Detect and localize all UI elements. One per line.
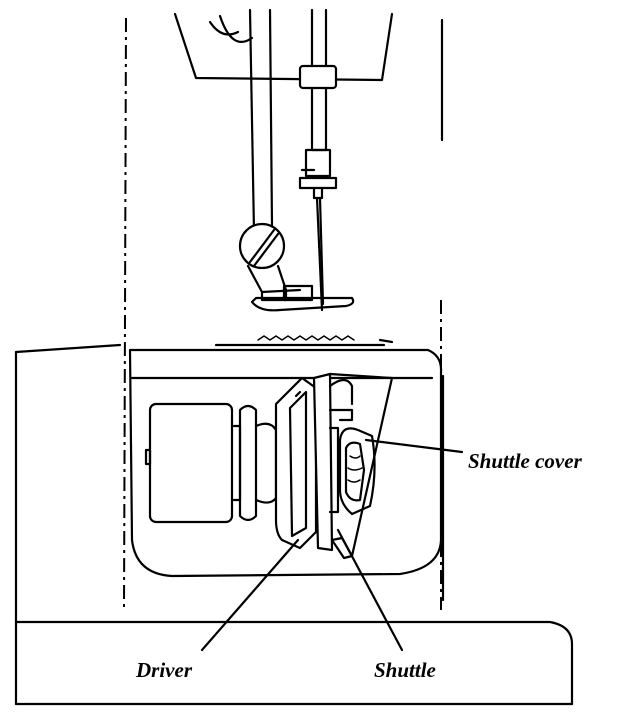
label-shuttle: Shuttle	[374, 658, 436, 682]
machine-head	[173, 12, 394, 82]
shuttle-cover	[328, 372, 394, 558]
machine-base	[14, 620, 574, 706]
shuttle-driver-shaft	[144, 402, 278, 524]
presser-foot	[250, 284, 355, 312]
needle-plate	[214, 335, 394, 347]
leader-driver	[200, 538, 300, 652]
leader-shuttle	[336, 528, 404, 652]
leader-lines	[200, 438, 464, 652]
needle-bar	[298, 8, 338, 312]
label-driver: Driver	[135, 658, 193, 682]
presser-bar	[238, 8, 302, 302]
machine-frame	[14, 17, 445, 624]
label-shuttle-cover: Shuttle cover	[468, 449, 583, 473]
driver	[274, 376, 318, 550]
leader-shuttle-cover	[364, 438, 464, 454]
